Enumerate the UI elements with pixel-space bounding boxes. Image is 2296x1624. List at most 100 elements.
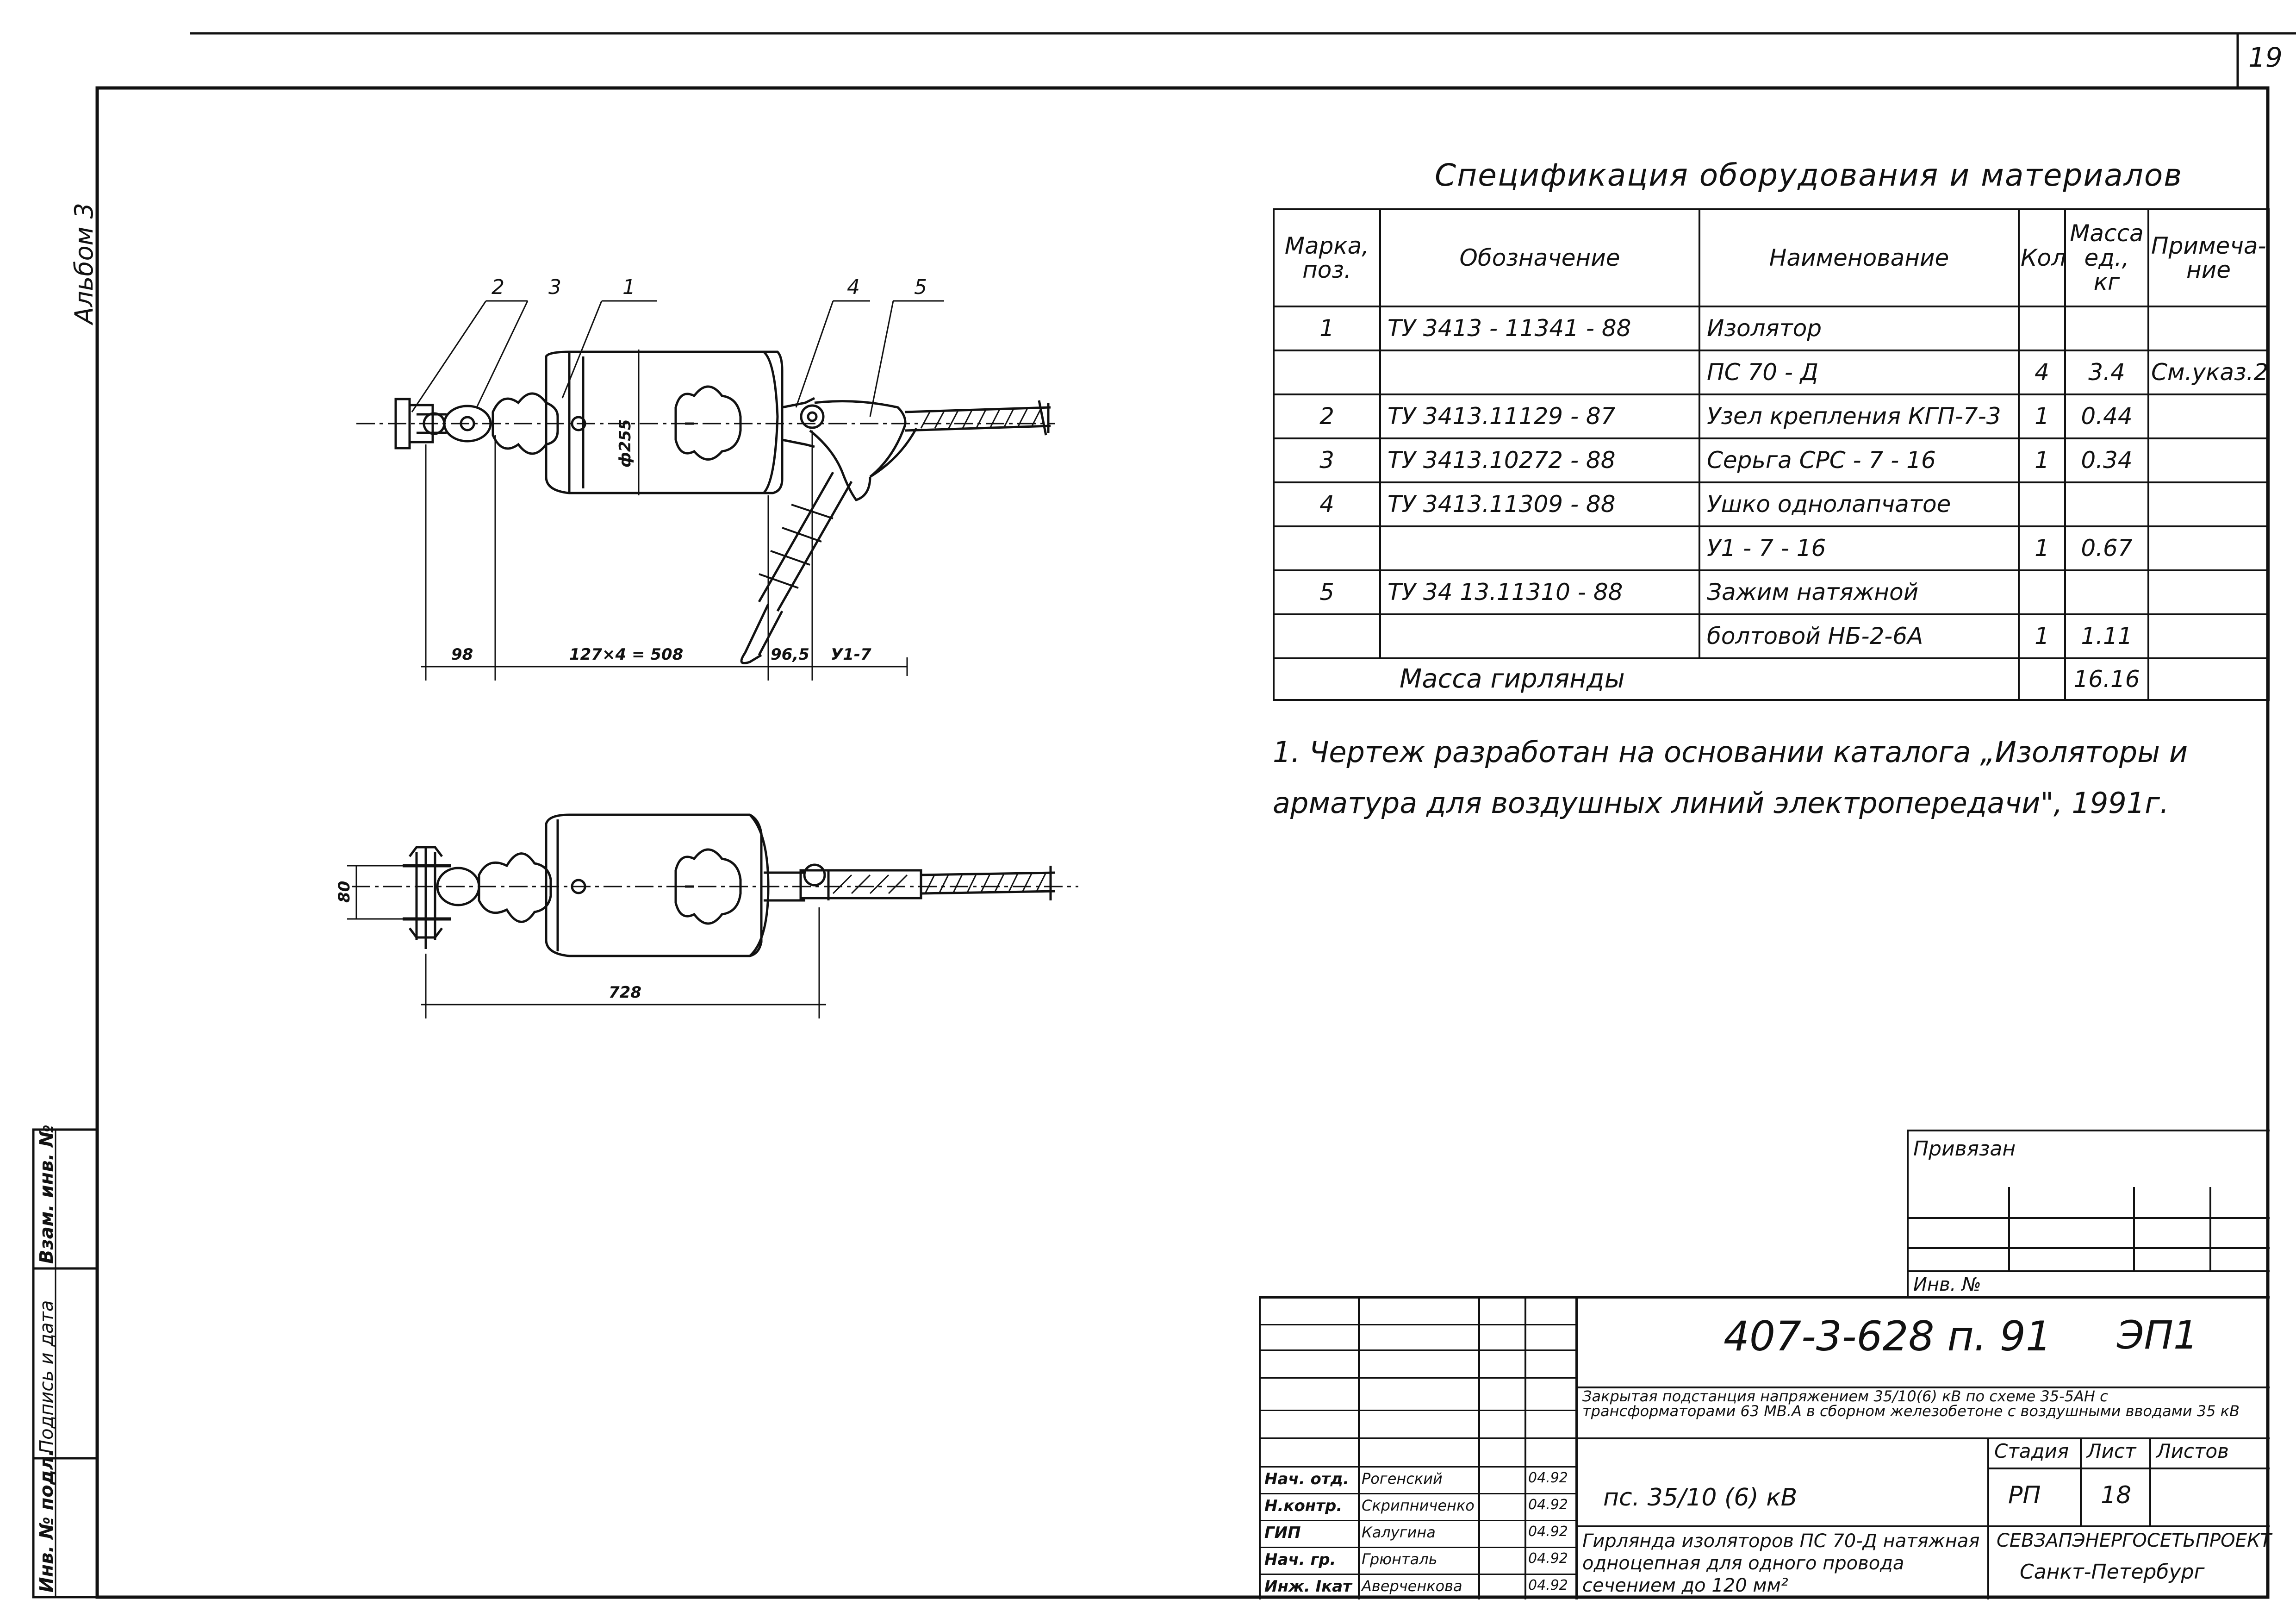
spec-title: Спецификация оборудования и материалов	[1435, 157, 2183, 193]
cell-naimenovanie: Изолятор	[1699, 306, 2020, 351]
signature-name: Калугина	[1362, 1524, 1436, 1541]
cell-massa: 0.44	[2064, 394, 2149, 439]
insulator-string-top-view	[356, 300, 1055, 681]
callout-5: 5	[914, 275, 927, 299]
privyazan-label: Привязан	[1913, 1137, 2016, 1161]
signature-name: Скрипниченко	[1362, 1497, 1475, 1514]
cell-primechanie: См.указ.2	[2147, 350, 2270, 395]
cell-marka: 4	[1273, 481, 1381, 527]
signature-role: Нач. гр.	[1264, 1550, 1336, 1569]
cell-massa: 3.4	[2064, 350, 2149, 395]
signature-name: Аверченкова	[1362, 1577, 1462, 1595]
cell-massa: 0.34	[2064, 437, 2149, 483]
signature-role: Н.контр.	[1264, 1497, 1343, 1515]
cell-marka	[1273, 613, 1381, 659]
signature-date: 04.92	[1528, 1497, 1568, 1513]
cell-kol: 1	[2018, 613, 2066, 659]
stamp-vzam-inv: Взам. инв. №	[36, 1124, 57, 1264]
cell-oboznachenie	[1379, 613, 1700, 659]
cell-naimenovanie: Зажим натяжной	[1699, 569, 2020, 615]
signature-role: Нач. отд.	[1264, 1470, 1349, 1488]
stamp-podpis-data: Подпись и дата	[36, 1300, 57, 1454]
cell-primechanie	[2147, 613, 2270, 659]
callout-1: 1	[622, 275, 635, 299]
cell-kol: 1	[2018, 394, 2066, 439]
cell-kol: 1	[2018, 525, 2066, 571]
stage-value: РП	[2008, 1481, 2041, 1509]
cell-kol	[2018, 481, 2066, 527]
left-stamp-box	[32, 1128, 99, 1599]
signature-date: 04.92	[1528, 1470, 1568, 1486]
cell-primechanie	[2147, 569, 2270, 615]
hdr-naimenovanie: Наименование	[1699, 208, 2020, 307]
cell-kol: 1	[2018, 437, 2066, 483]
cell-naimenovanie: ПС 70 - Д	[1699, 350, 2020, 395]
total-value: 16.16	[2064, 657, 2149, 701]
sheet-title: Гирлянда изоляторов ПС 70-Д натяжная одн…	[1582, 1530, 1980, 1596]
signature-date: 04.92	[1528, 1577, 1568, 1593]
insulator-string-bottom-view	[347, 813, 1078, 1018]
cell-massa	[2064, 569, 2149, 615]
dim-u1-7: У1-7	[831, 645, 871, 664]
signature-name: Рогенский	[1362, 1470, 1443, 1487]
signature-date: 04.92	[1528, 1524, 1568, 1540]
dim-96-5: 96,5	[771, 645, 809, 664]
hdr-massa: Масса ед., кг	[2064, 208, 2149, 307]
dim-80: 80	[335, 881, 354, 903]
callout-3: 3	[548, 275, 561, 299]
project-description: Закрытая подстанция напряжением 35/10(6)…	[1582, 1387, 2240, 1420]
object-name: пс. 35/10 (6) кВ	[1603, 1484, 1798, 1512]
cell-oboznachenie: ТУ 3413.10272 - 88	[1379, 437, 1700, 483]
cell-naimenovanie: болтовой НБ-2-6А	[1699, 613, 2020, 659]
spec-header-row: Марка, поз. Обозначение Наименование Кол…	[1273, 208, 2270, 307]
album-label: Альбом 3	[69, 203, 99, 324]
privyazan-inv-label: Инв. №	[1913, 1274, 1981, 1295]
signature-row: ГИП Калугина 04.92	[1261, 1520, 1575, 1547]
sheet-value: 18	[2101, 1481, 2132, 1509]
bottom-view-labels: 80 728	[335, 881, 641, 1002]
sheet-code: ЭП1	[2117, 1312, 2198, 1358]
cell-naimenovanie: Ушко однолапчатое	[1699, 481, 2020, 527]
cell-naimenovanie: У1 - 7 - 16	[1699, 525, 2020, 571]
callout-4: 4	[847, 275, 860, 299]
city: Санкт-Петербург	[2020, 1560, 2205, 1584]
cell-oboznachenie: ТУ 34 13.11310 - 88	[1379, 569, 1700, 615]
spec-total-row: Масса гирлянды 16.16	[1273, 657, 2270, 701]
cell-primechanie	[2147, 437, 2270, 483]
cell-kol	[2018, 306, 2066, 351]
hdr-kol: Кол.	[2018, 208, 2066, 307]
sheet-label: Лист	[2087, 1440, 2136, 1462]
cell-massa: 1.11	[2064, 613, 2149, 659]
cell-marka: 5	[1273, 569, 1381, 615]
drawing-note: 1. Чертеж разработан на основании катало…	[1273, 735, 2188, 820]
signature-role: ГИП	[1264, 1524, 1301, 1542]
sheets-label: Листов	[2156, 1440, 2229, 1462]
total-label: Масса гирлянды	[1273, 657, 2020, 701]
cell-primechanie	[2147, 306, 2270, 351]
hdr-marka: Марка, поз.	[1273, 208, 1381, 307]
spec-table: Марка, поз. Обозначение Наименование Кол…	[1273, 208, 2270, 701]
signature-date: 04.92	[1528, 1550, 1568, 1567]
dim-98: 98	[451, 645, 473, 664]
cell-massa	[2064, 481, 2149, 527]
stamp-inv-podl: Инв. № подл.	[36, 1449, 57, 1593]
cell-primechanie	[2147, 481, 2270, 527]
dim-728: 728	[609, 983, 641, 1002]
cell-kol	[2018, 569, 2066, 615]
signature-row: Нач. отд. Рогенский 04.92	[1261, 1466, 1575, 1493]
cell-naimenovanie: Серьга СРС - 7 - 16	[1699, 437, 2020, 483]
cell-primechanie	[2147, 394, 2270, 439]
stage-label: Стадия	[1994, 1440, 2069, 1462]
cell-marka	[1273, 525, 1381, 571]
cell-massa	[2064, 306, 2149, 351]
top-view-labels: 2 3 1 4 5 98 127×4 = 508 96,5 У1-7 ф255	[451, 275, 927, 664]
cell-oboznachenie	[1379, 525, 1700, 571]
privyazan-block: Привязан Инв. №	[1907, 1130, 2270, 1298]
